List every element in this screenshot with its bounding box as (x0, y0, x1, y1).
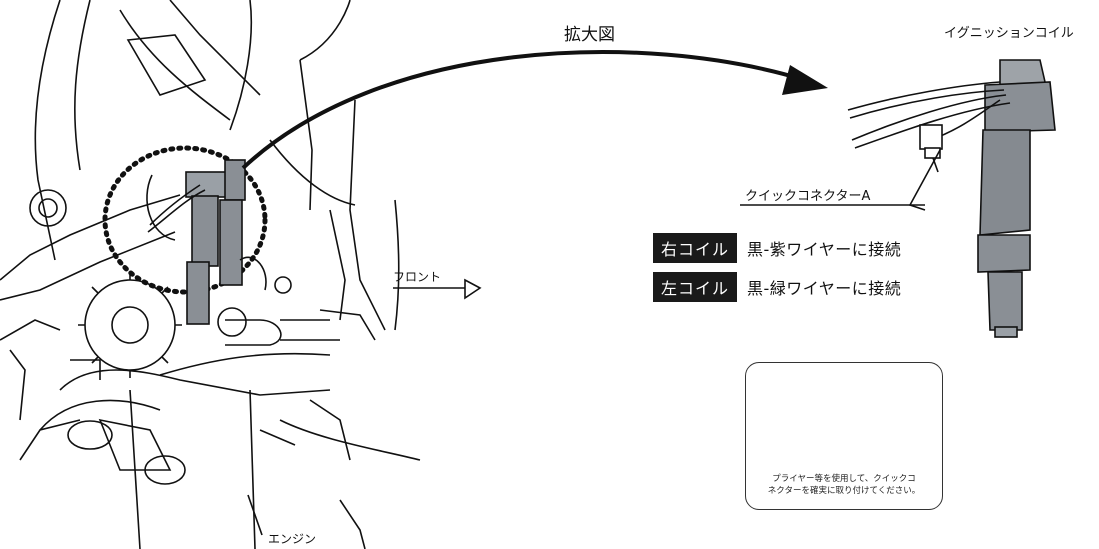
connector-leader-line (908, 149, 941, 211)
note-line-2: ネクターを確実に取り付けてください。 (767, 486, 921, 496)
right-coil-badge: 右コイル (653, 233, 738, 263)
wiring-row-right: 右コイル 黒-紫ワイヤーに接続 (653, 233, 901, 263)
engine-block (9, 256, 421, 549)
ignition-coil-label: イグニッションコイル (944, 26, 1074, 41)
note-line-1: プライヤー等を使用して、クイックコ (772, 474, 916, 484)
zoom-arrow (241, 50, 806, 170)
zoomed-coil (847, 59, 1056, 338)
left-coil-badge: 左コイル (653, 272, 738, 302)
chassis-frame (0, 0, 400, 341)
zoom-circle (102, 145, 268, 295)
zoom-label: 拡大図 (564, 25, 615, 45)
quick-connector-label: クイックコネクターA (745, 189, 871, 204)
engine-coils (146, 159, 246, 325)
front-label: フロント (393, 270, 442, 284)
wiring-row-left: 左コイル 黒-緑ワイヤーに接続 (653, 272, 901, 302)
zoom-arrowhead (782, 65, 828, 95)
engine-leader-line (247, 494, 263, 536)
front-arrow (393, 278, 482, 300)
engine-label: エンジン (268, 532, 317, 546)
right-coil-wire-text: 黒-紫ワイヤーに接続 (747, 240, 902, 259)
note-box: プライヤー等を使用して、クイックコ ネクターを確実に取り付けてください。 (745, 362, 943, 510)
left-coil-wire-text: 黒-緑ワイヤーに接続 (747, 279, 902, 298)
